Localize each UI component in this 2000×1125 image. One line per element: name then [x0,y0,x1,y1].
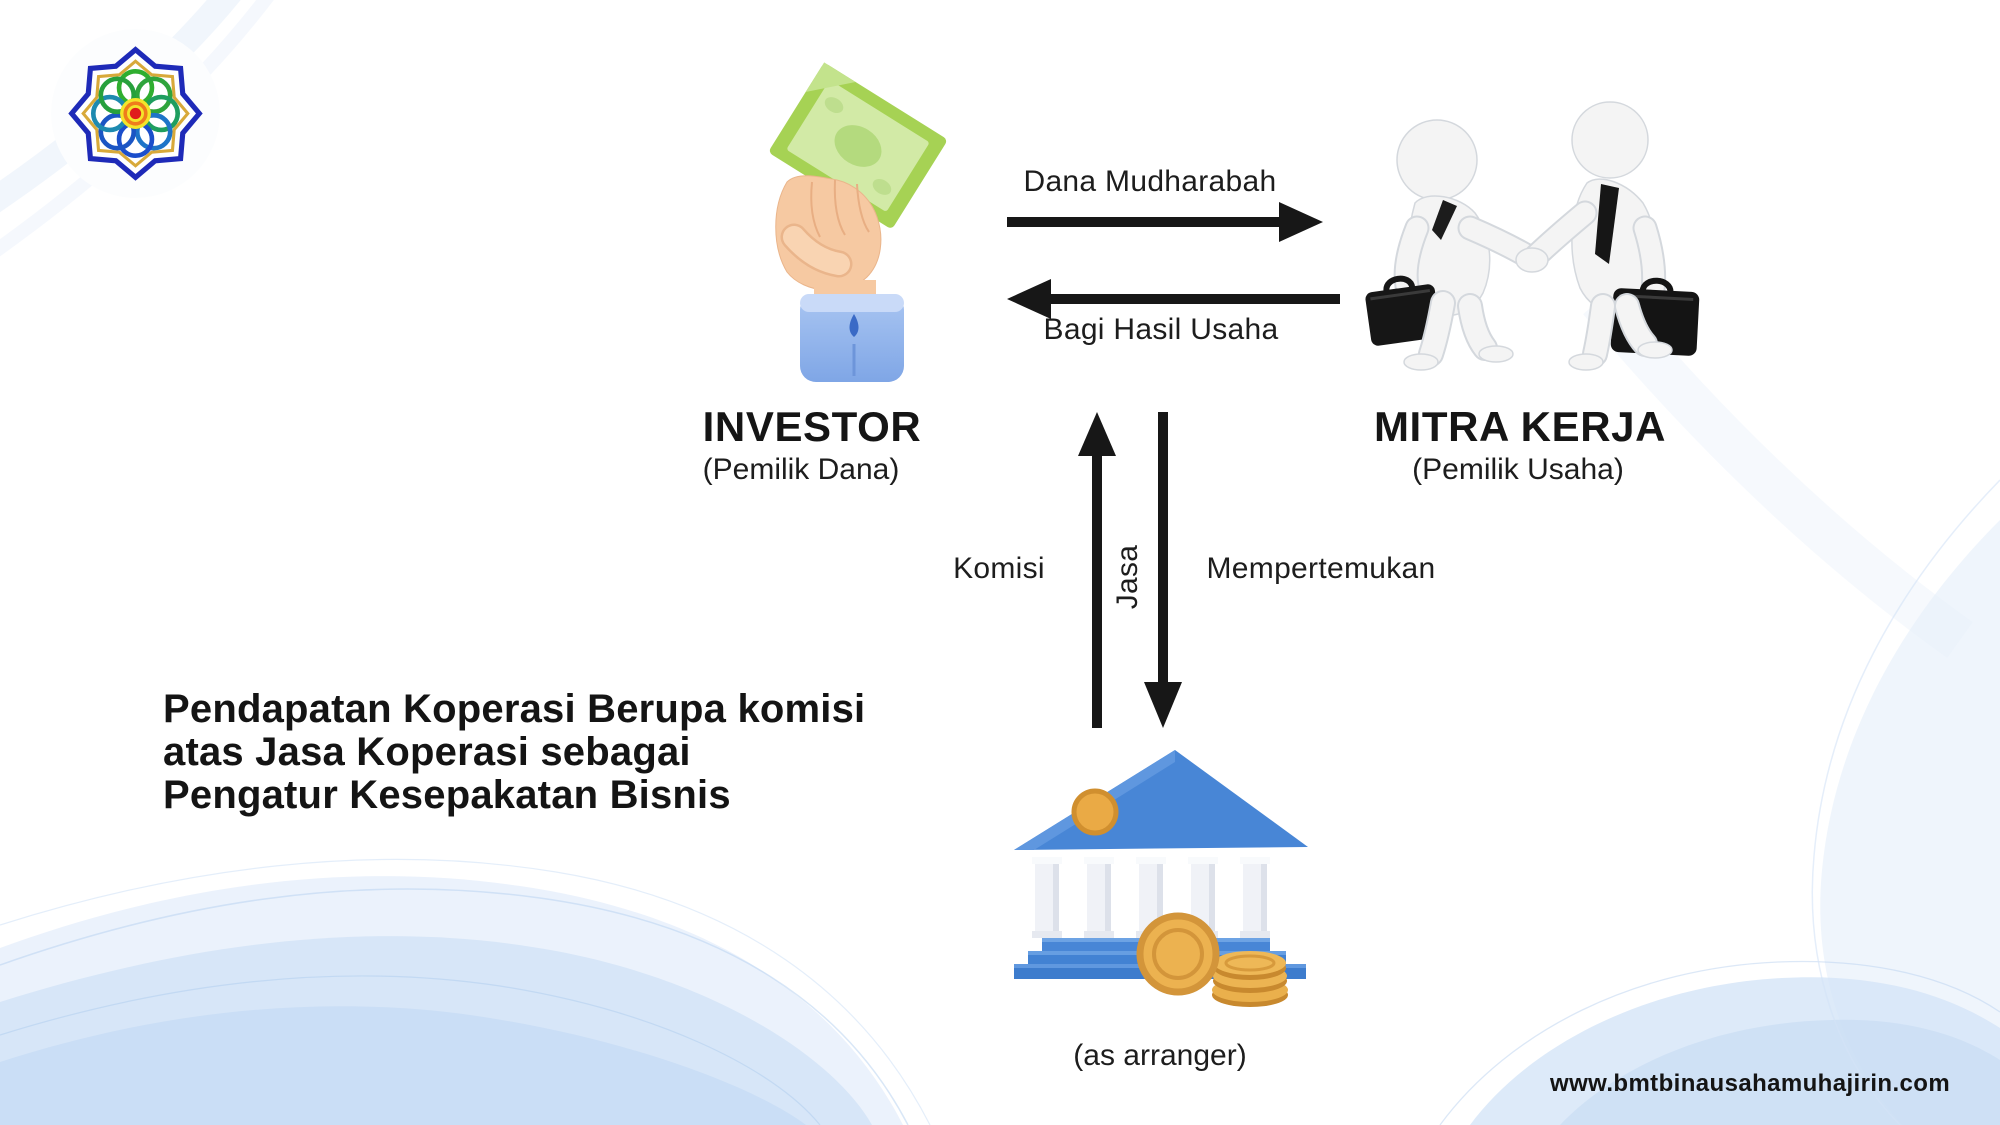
handshake-hands [1515,247,1549,273]
income-note-line3: Pengatur Kesepakatan Bisnis [163,773,731,817]
coin-standing-icon [1136,912,1220,996]
flow-label-jasa: Jasa [1111,544,1144,610]
arrow-dana-right-icon [1007,202,1323,242]
bank-building-illustration [1014,750,1308,1007]
partner-right-figure [1515,101,1700,371]
arranger-subtitle: (as arranger) [1073,1039,1247,1072]
investor-subtitle: (Pemilik Dana) [702,453,900,486]
flow-label-dana-mudharabah: Dana Mudharabah [1023,165,1277,198]
flow-label-mempertemukan: Mempertemukan [1206,552,1436,585]
partner-left-figure [1365,119,1542,371]
bank-emblem-icon [1071,788,1119,836]
handshake-partners-illustration [1365,101,1700,371]
logo-star-icon [51,29,220,198]
investor-title: INVESTOR [702,403,922,450]
income-note-line2: atas Jasa Koperasi sebagai [163,730,691,774]
income-note-line1: Pendapatan Koperasi Berupa komisi [163,687,866,731]
sleeve-icon [800,294,904,382]
money-hand-illustration [769,62,947,382]
mitra-kerja-title: MITRA KERJA [1373,403,1667,450]
income-note-text: Pendapatan Koperasi Berupa komisi atas J… [163,688,943,817]
website-url: www.bmtbinausahamuhajirin.com [1550,1070,1951,1097]
tie-icon [1595,184,1619,264]
mitra-kerja-subtitle: (Pemilik Usaha) [1412,453,1624,486]
briefcase-left-icon [1365,275,1441,346]
flow-label-bagi-hasil-usaha: Bagi Hasil Usaha [1043,313,1279,346]
flow-label-komisi: Komisi [953,552,1045,585]
coin-stack-icon [1212,951,1288,1007]
banknote-icon [769,62,947,228]
